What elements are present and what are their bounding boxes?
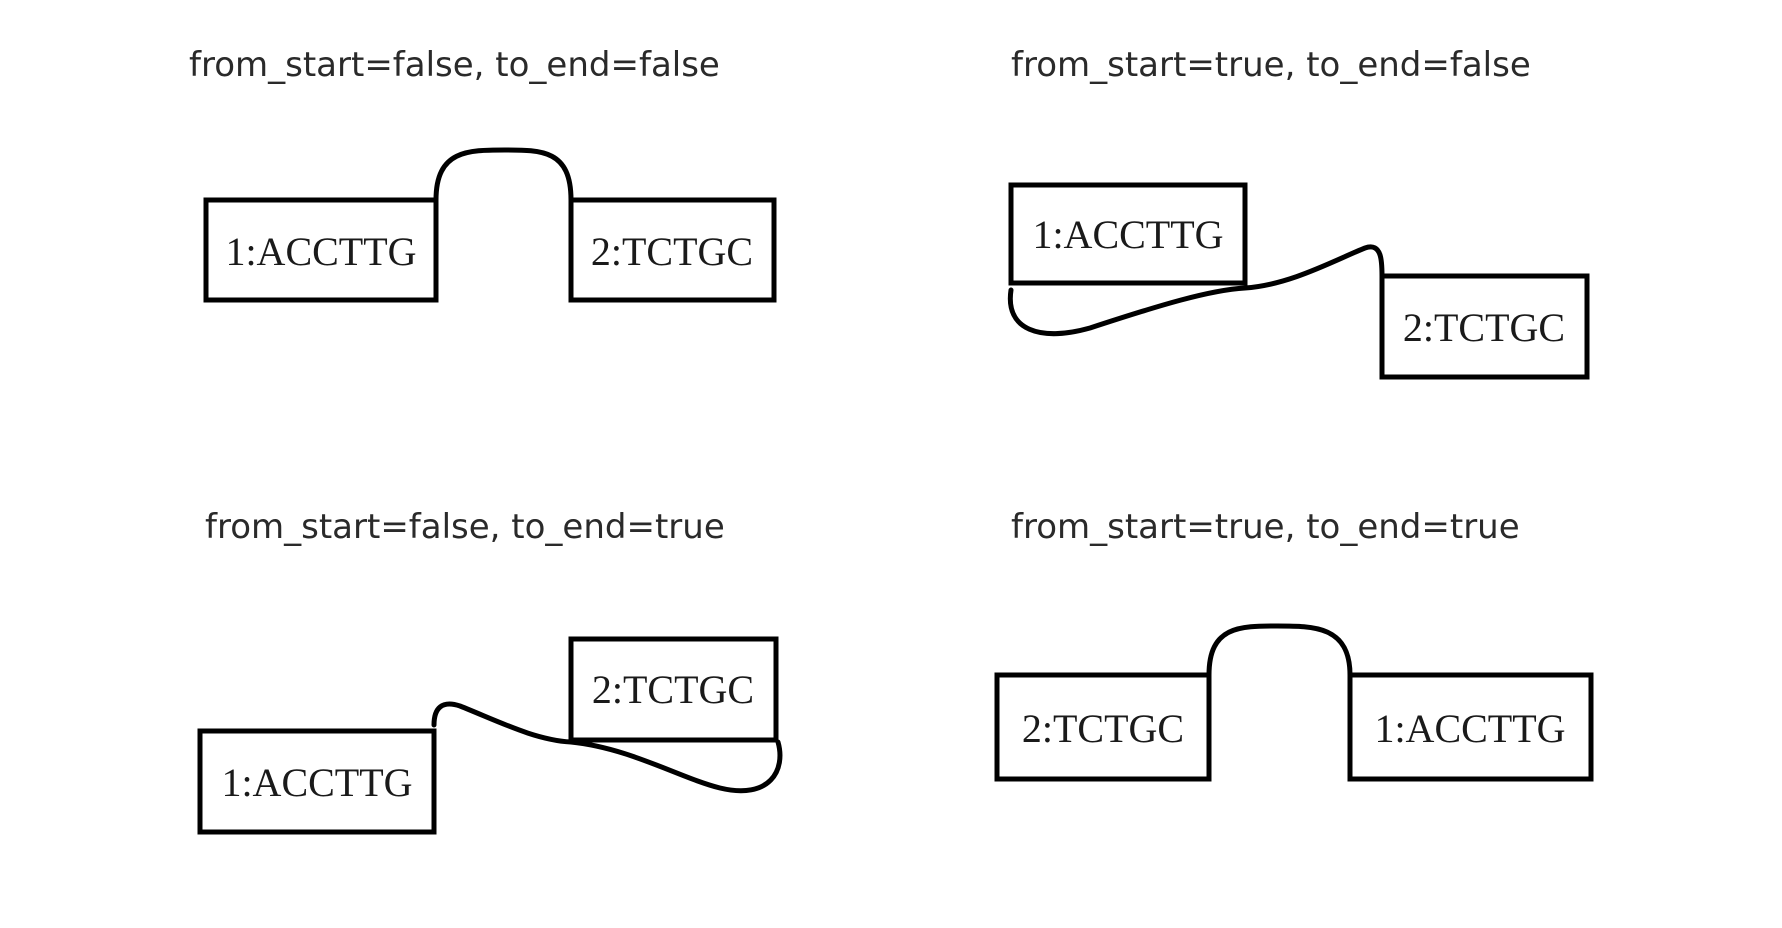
node-box-1 bbox=[203, 197, 439, 303]
node-box-1 bbox=[197, 728, 437, 835]
node-label-1: 1:ACCTTG bbox=[1032, 212, 1223, 257]
node-label-2: 2:TCTGC bbox=[1403, 305, 1565, 350]
edge-1-to-2 bbox=[1007, 244, 1385, 337]
node-box-2 bbox=[994, 672, 1212, 782]
node-box-2 bbox=[568, 197, 777, 303]
panel-title-false-true: from_start=false, to_end=true bbox=[205, 507, 725, 547]
panel-title-true-false: from_start=true, to_end=false bbox=[1011, 45, 1531, 85]
edge-1-to-2 bbox=[1206, 623, 1353, 678]
node-label-2: 2:TCTGC bbox=[1022, 706, 1184, 751]
node-label-1: 1:ACCTTG bbox=[225, 229, 416, 274]
panel-true-true: 2:TCTGC 1:ACCTTG bbox=[994, 623, 1594, 782]
node-label-2: 2:TCTGC bbox=[592, 667, 754, 712]
edge-1-to-2 bbox=[433, 147, 574, 203]
panel-title-true-true: from_start=true, to_end=true bbox=[1011, 507, 1520, 547]
panel-title-false-false: from_start=false, to_end=false bbox=[189, 45, 720, 85]
node-label-1: 1:ACCTTG bbox=[221, 760, 412, 805]
node-box-1 bbox=[1347, 672, 1594, 782]
panel-true-false: 1:ACCTTG 2:TCTGC bbox=[1007, 182, 1590, 380]
panel-false-true: 1:ACCTTG 2:TCTGC bbox=[197, 636, 783, 835]
panel-false-false: 1:ACCTTG 2:TCTGC bbox=[203, 147, 777, 303]
node-box-2 bbox=[568, 636, 779, 743]
edge-1-to-2 bbox=[431, 701, 783, 794]
node-box-2 bbox=[1379, 273, 1590, 380]
node-label-2: 2:TCTGC bbox=[591, 229, 753, 274]
node-box-1 bbox=[1008, 182, 1248, 286]
node-label-1: 1:ACCTTG bbox=[1374, 706, 1565, 751]
